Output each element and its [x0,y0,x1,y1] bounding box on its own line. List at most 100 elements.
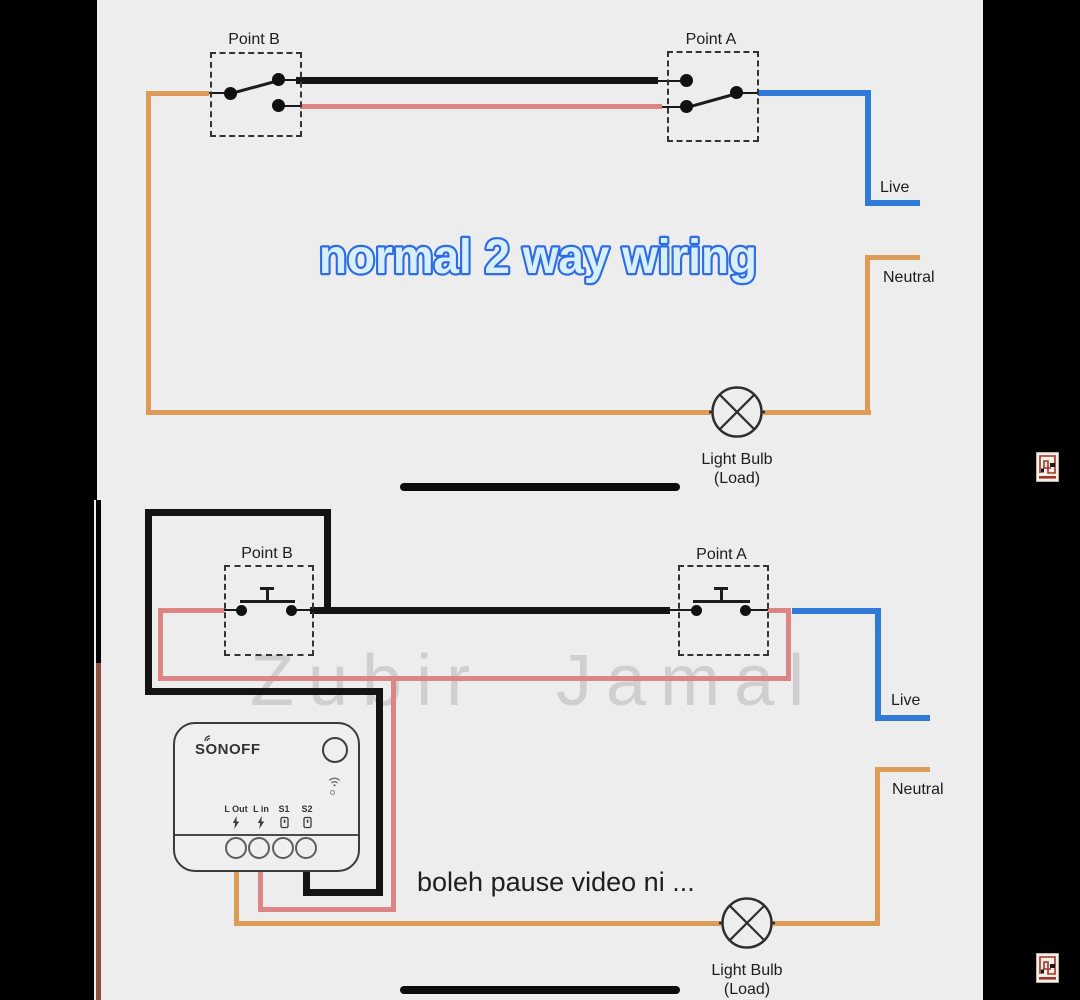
black-wire-b-to-a [310,607,670,614]
live-label: Live [880,179,910,196]
stub [224,609,242,611]
terminal-strip-line [175,834,358,836]
red-wire-right-vertical [786,610,791,681]
left-letterbox-bar-edge [94,0,97,500]
blue-live-vertical [865,90,871,206]
orange-wire-bulb-right-bottom [773,921,880,926]
left-letterbox-bar [0,0,94,1000]
black-wire-s2-stub [303,870,310,896]
terminal-label-s2: S2 [301,804,313,814]
blue-live-end [865,200,920,206]
orange-wire-top-left-horizontal [146,91,209,96]
switch-b-label: Point B [228,31,280,48]
button-a-contact-bar [693,600,750,603]
button-a-label: Point A [696,546,747,563]
terminal-label-s1: S1 [278,804,290,814]
orange-wire-bottom-long [234,921,721,926]
red-wire-lin-stub [258,870,263,912]
switch-a-label: Point A [685,31,737,48]
orange-wire-right-vertical [865,255,870,415]
blue-live-end-bottom [875,715,930,721]
stub [292,609,310,611]
bulb-label-line1-bottom: Light Bulb [711,962,783,979]
neutral-wire-end-bottom [875,767,930,772]
right-letterbox-bar [983,0,1080,1000]
black-wire-junction-vertical [324,509,331,614]
lightning-icon [232,816,240,829]
stub [279,105,300,107]
red-wire-left-vertical [158,608,163,681]
blue-live-horizontal [758,90,871,96]
wifi-icon [328,777,341,787]
blue-live-vertical-bottom [875,608,881,721]
logo-signal-icon [204,735,211,742]
switch-input-icon [280,816,289,829]
title-text: normal 2 way wiring [319,231,757,284]
button-a-dashed-box [678,565,769,656]
left-edge-strip-maroon [96,663,101,1000]
calligraphy-stamp-icon [1036,452,1059,482]
orange-wire-left-vertical [146,91,151,415]
red-wire-bottom-horizontal [258,907,396,912]
terminal-label-lin: L in [253,804,269,814]
terminal-hole-lin [248,837,270,859]
calligraphy-stamp-icon [1036,953,1059,983]
black-wire-top-horizontal [145,509,331,516]
red-traveller-wire [300,104,662,109]
terminal-dot [740,605,751,616]
stub [209,92,231,94]
neutral-wire-end [865,255,920,260]
red-wire-long-horizontal [158,676,791,681]
orange-wire-right-vertical-bottom [875,767,880,926]
red-wire-tee-vertical [391,676,396,912]
live-label-bottom: Live [891,692,921,709]
stub [737,92,758,94]
black-wire-right-vertical [376,688,383,896]
stub [662,106,687,108]
button-b-dashed-box [224,565,314,656]
terminal-hole-s2 [295,837,317,859]
switch-a-dashed-box [667,51,759,142]
terminal-dot [272,99,285,112]
caption-text: boleh pause video ni ... [417,867,695,897]
red-wire-a-horizontal [768,608,791,613]
bulb-label-line1: Light Bulb [701,451,773,468]
terminal-dot [730,86,743,99]
lightning-icon [257,816,265,829]
terminal-dot [272,73,285,86]
button-b-label: Point B [241,545,293,562]
orange-wire-bottom-horizontal [146,410,711,415]
black-wire-left-vertical [145,509,152,695]
device-button [322,737,348,763]
button-b-contact-bar [240,600,295,603]
button-a-cap [714,587,728,590]
title-banner: normal 2 way wiring [317,229,760,287]
left-edge-strip-black [96,500,101,663]
terminal-dot [286,605,297,616]
switch-b-dashed-box [210,52,302,137]
blue-live-horizontal-bottom [792,608,881,614]
stub [746,609,768,611]
orange-wire-lout-stub [234,870,239,926]
terminal-dot [680,100,693,113]
terminal-hole-s1 [272,837,294,859]
black-traveller-wire [296,77,658,84]
terminal-dot [691,605,702,616]
bulb-label-line2: (Load) [713,470,761,487]
button-a-stem [720,589,723,601]
terminal-dot [224,87,237,100]
button-b-stem [266,589,269,601]
terminal-label-lout: L Out [224,804,248,814]
black-wire-mid-horizontal [145,688,383,695]
stub [279,79,298,81]
switch-input-icon [303,816,312,829]
terminal-dot [236,605,247,616]
orange-wire-bulb-right-horizontal [763,410,871,415]
led-indicator [330,790,335,795]
stub [670,609,697,611]
red-wire-b-horizontal [161,608,224,613]
neutral-label-bottom: Neutral [892,781,944,798]
button-b-cap [260,587,274,590]
black-wire-low-horizontal [303,889,383,896]
